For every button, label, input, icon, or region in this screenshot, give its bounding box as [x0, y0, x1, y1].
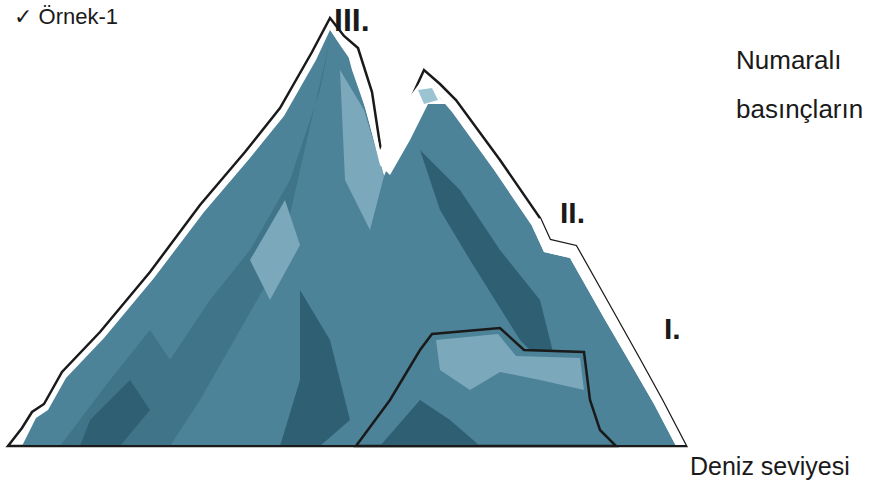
- mountain-dark: [80, 380, 150, 446]
- mountain-dark: [280, 290, 350, 446]
- front-hill: [356, 328, 616, 446]
- sea-level-label: Deniz seviyesi: [690, 452, 850, 481]
- example-title: ✓ Örnek-1: [14, 4, 118, 29]
- callout-number: III.: [334, 2, 370, 39]
- ice: [418, 88, 438, 104]
- callout-number: II.: [560, 196, 585, 231]
- front-hill-shade: [380, 400, 480, 446]
- callout-number: I.: [664, 312, 681, 347]
- mountain-body: [22, 30, 676, 446]
- mountain-shade: [60, 40, 330, 446]
- sea-level-line: [8, 445, 686, 447]
- question-text: Numaralı basınçların: [736, 36, 864, 135]
- front-hill-highlight: [436, 334, 584, 390]
- mountain-highlight: [250, 200, 300, 300]
- snow: [344, 40, 446, 175]
- mountain-outline: [8, 18, 686, 446]
